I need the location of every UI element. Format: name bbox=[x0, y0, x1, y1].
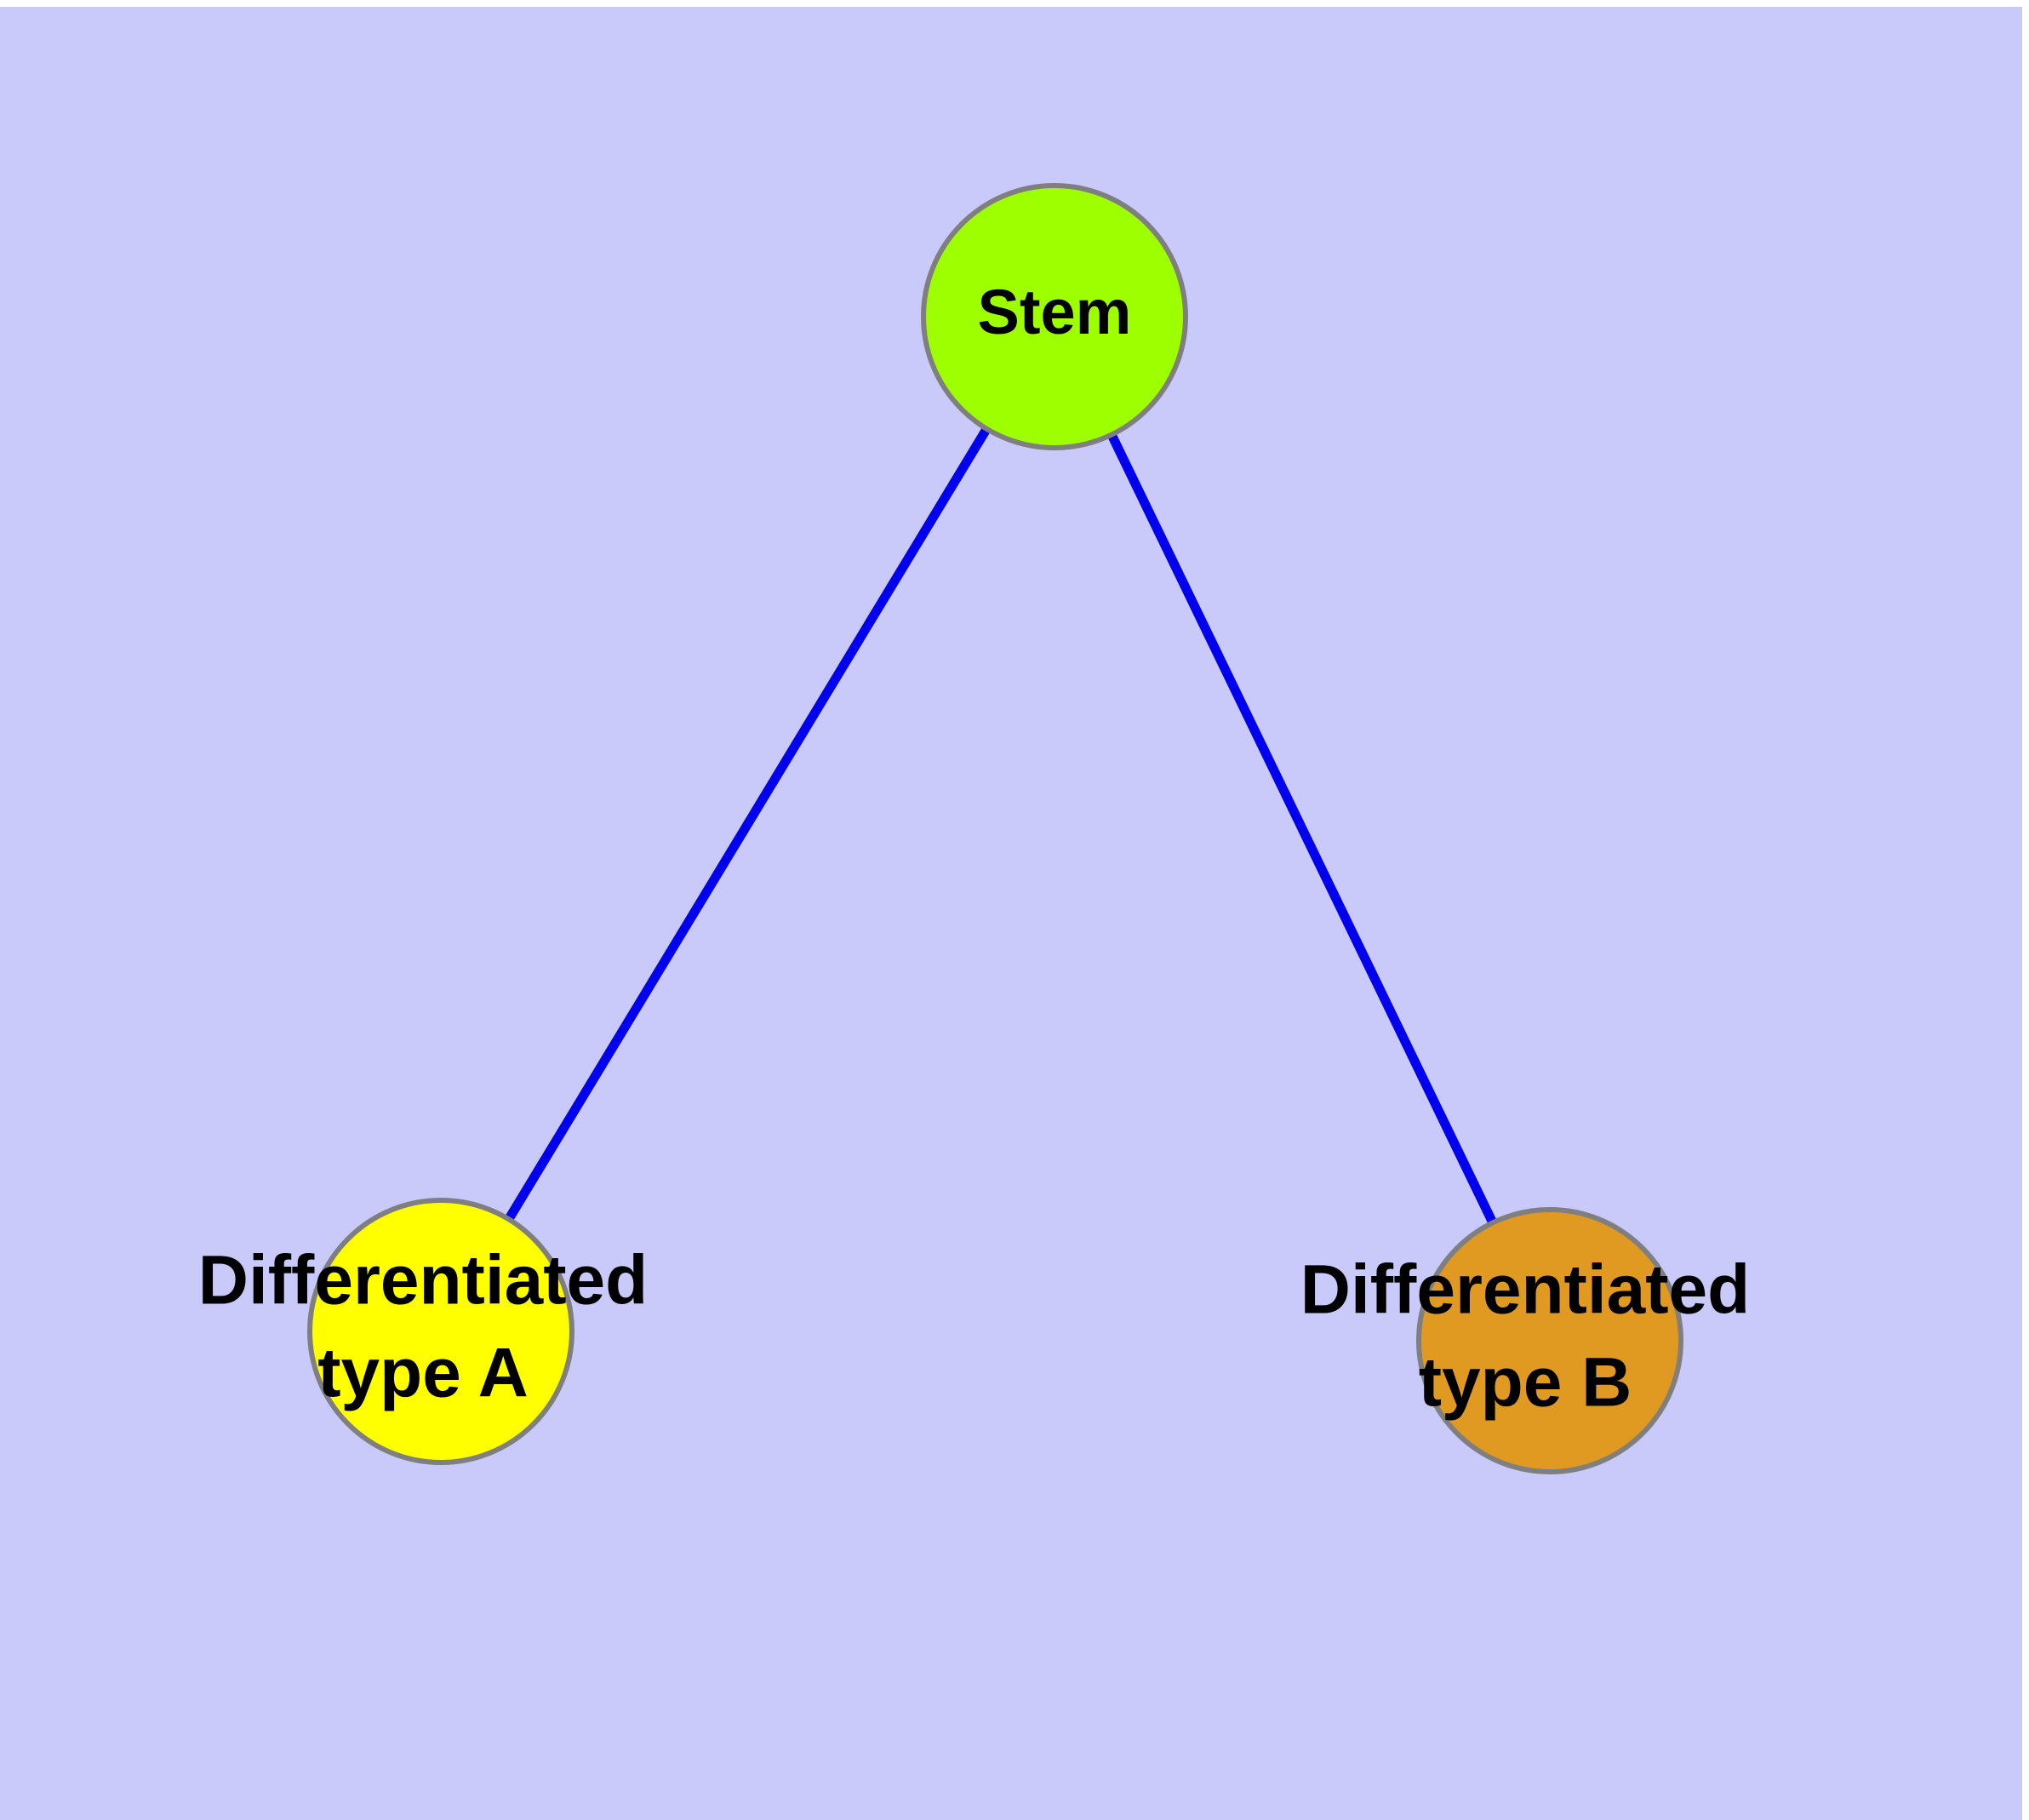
node-label-line: Stem bbox=[978, 277, 1132, 347]
node-label-diff-a: Differentiated type A bbox=[198, 1241, 649, 1411]
graph-node-stem[interactable] bbox=[921, 183, 1188, 450]
node-label-line: Differentiated bbox=[198, 1241, 649, 1319]
nodes-group bbox=[307, 183, 1683, 1474]
node-label-diff-b: Differentiated type B bbox=[1300, 1251, 1751, 1421]
graph-node-diff-b[interactable] bbox=[1416, 1207, 1683, 1474]
node-label-line: type B bbox=[1419, 1343, 1632, 1421]
graph-edge-stem-to-diff-a[interactable] bbox=[504, 426, 992, 1222]
node-label-stem: Stem bbox=[978, 277, 1132, 347]
graph-edge-stem-to-diff-b[interactable] bbox=[1107, 432, 1497, 1225]
edges-group bbox=[504, 426, 1497, 1225]
node-label-line: type A bbox=[317, 1334, 529, 1411]
graph-node-diff-a[interactable] bbox=[307, 1198, 574, 1465]
node-label-line: Differentiated bbox=[1300, 1251, 1751, 1328]
